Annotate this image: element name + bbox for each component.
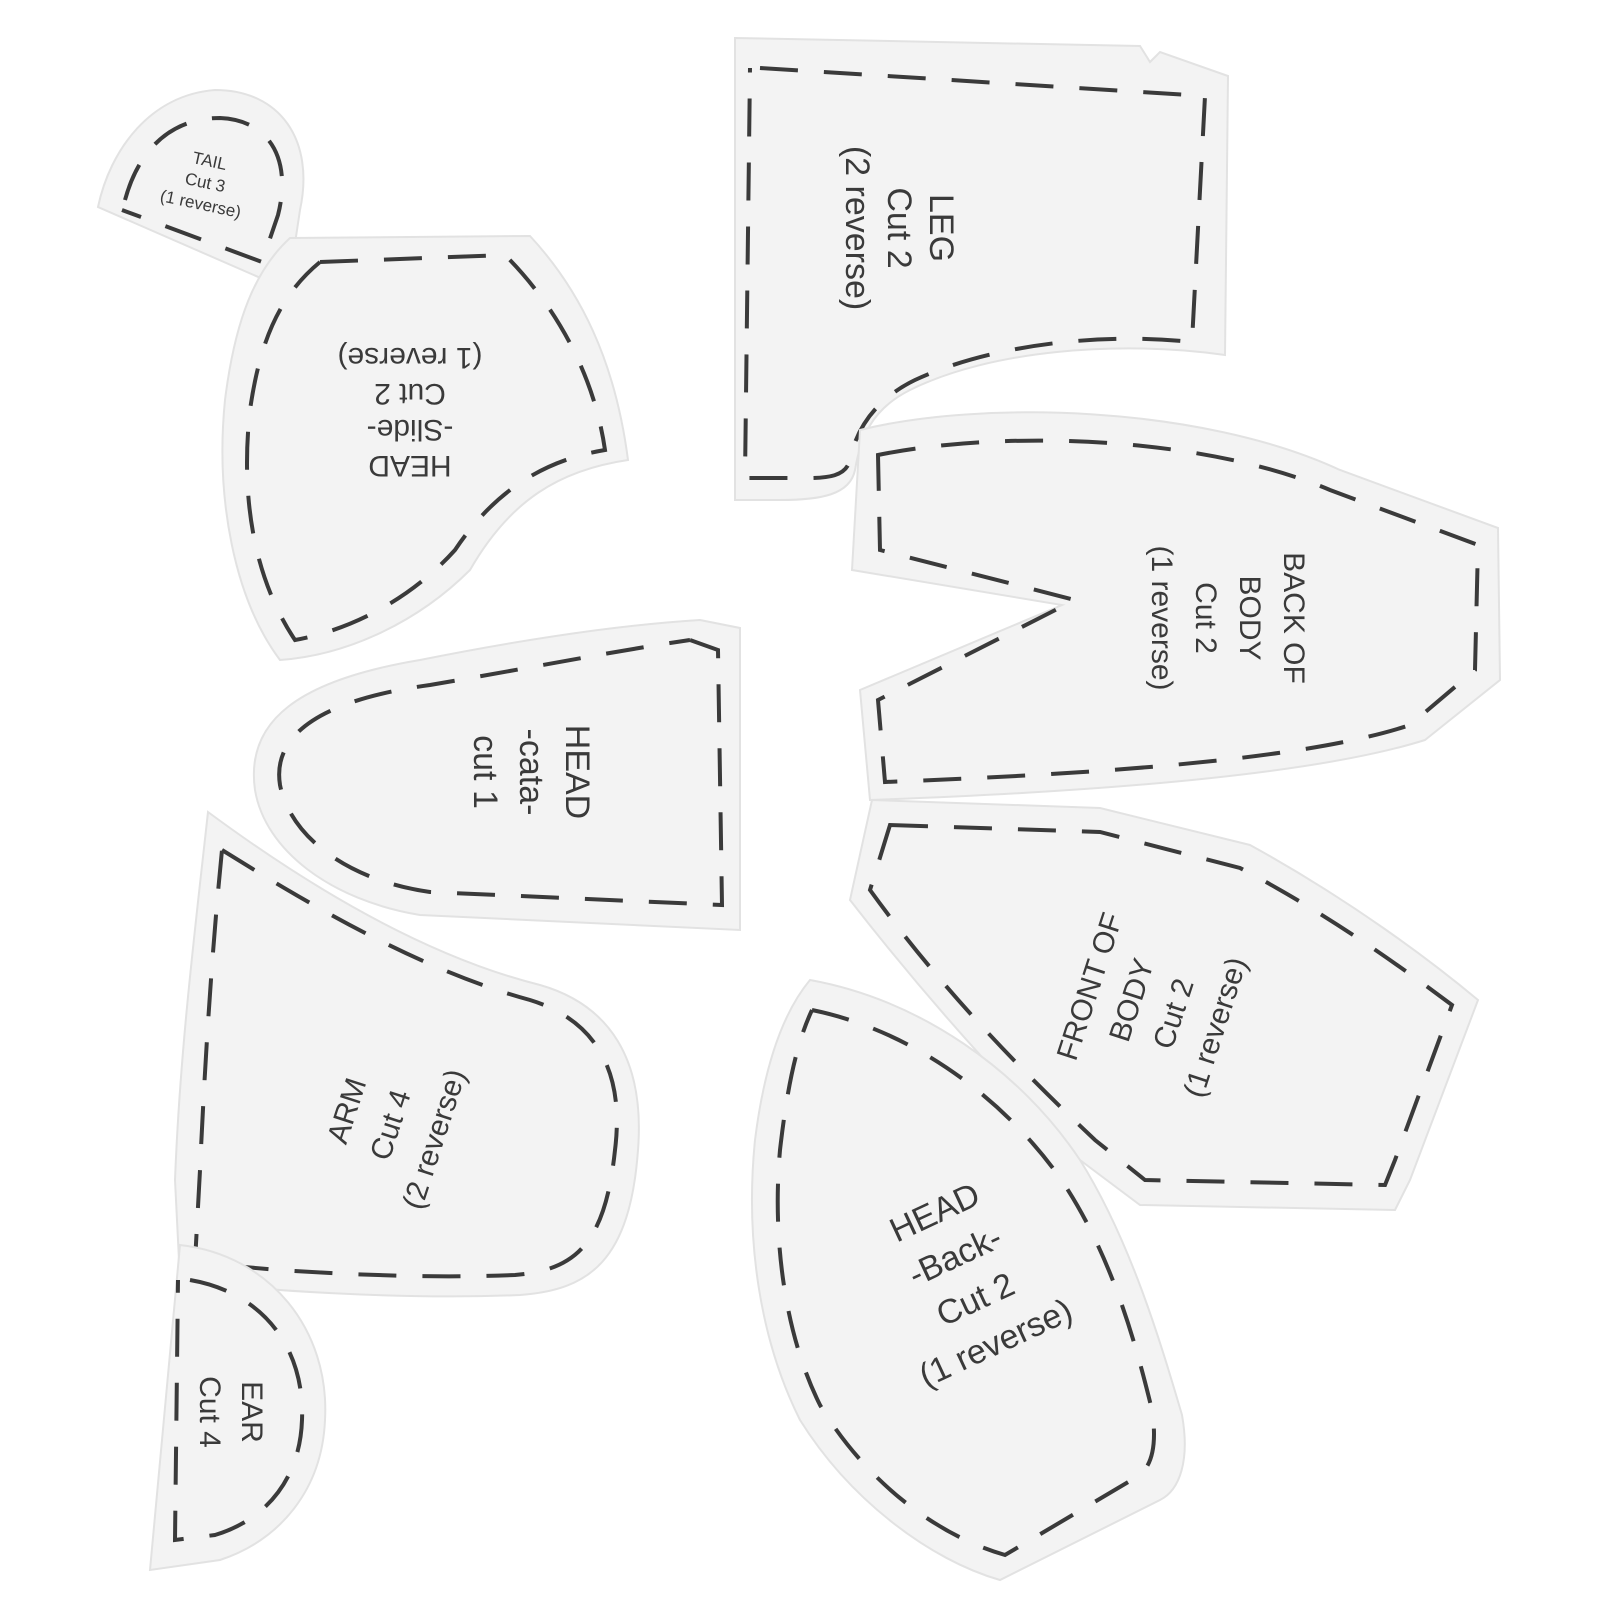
tail-template: TAIL Cut 3 (1 reverse) bbox=[96, 88, 305, 292]
back-of-body-template: BACK OF BODY Cut 2 (1 reverse) bbox=[850, 411, 1502, 802]
ear-label: EAR Cut 4 bbox=[193, 1376, 268, 1448]
back-of-body-label-line-1: BACK OF bbox=[1277, 552, 1310, 684]
head-side-label-line-4: (1 reverse) bbox=[337, 341, 482, 374]
leg-label-line-3: (2 reverse) bbox=[838, 146, 876, 310]
arm-template: ARM Cut 4 (2 reverse) bbox=[173, 810, 640, 1298]
head-cata-label: HEAD -cata- cut 1 bbox=[466, 725, 596, 819]
leg-label-line-2: Cut 2 bbox=[880, 187, 918, 268]
head-cata-label-line-2: -cata- bbox=[512, 729, 550, 816]
head-cata-template: HEAD -cata- cut 1 bbox=[252, 618, 741, 932]
head-side-label-line-1: HEAD bbox=[368, 449, 451, 482]
ear-template: EAR Cut 4 bbox=[148, 1243, 327, 1572]
head-back-template: HEAD -Back- Cut 2 (1 reverse) bbox=[751, 978, 1186, 1582]
head-side-label: HEAD -Slide- Cut 2 (1 reverse) bbox=[337, 341, 482, 482]
leg-label-line-1: LEG bbox=[922, 194, 960, 262]
back-of-body-label-line-2: BODY bbox=[1233, 575, 1266, 660]
head-side-label-line-3: Cut 2 bbox=[374, 377, 446, 410]
back-of-body-label: BACK OF BODY Cut 2 (1 reverse) bbox=[1145, 545, 1310, 690]
head-cata-label-line-1: HEAD bbox=[558, 725, 596, 819]
head-side-label-line-2: -Slide- bbox=[367, 413, 454, 446]
ear-label-line-2: Cut 4 bbox=[193, 1376, 226, 1448]
ear-label-line-1: EAR bbox=[235, 1381, 268, 1443]
front-of-body-template: FRONT OF BODY Cut 2 (1 reverse) bbox=[848, 798, 1480, 1212]
head-cata-label-line-3: cut 1 bbox=[466, 735, 504, 809]
leg-label: LEG Cut 2 (2 reverse) bbox=[838, 146, 960, 310]
back-of-body-label-line-3: Cut 2 bbox=[1189, 582, 1222, 654]
head-side-template: HEAD -Slide- Cut 2 (1 reverse) bbox=[221, 234, 630, 662]
leg-template: LEG Cut 2 (2 reverse) bbox=[734, 36, 1230, 501]
back-of-body-label-line-4: (1 reverse) bbox=[1145, 545, 1178, 690]
